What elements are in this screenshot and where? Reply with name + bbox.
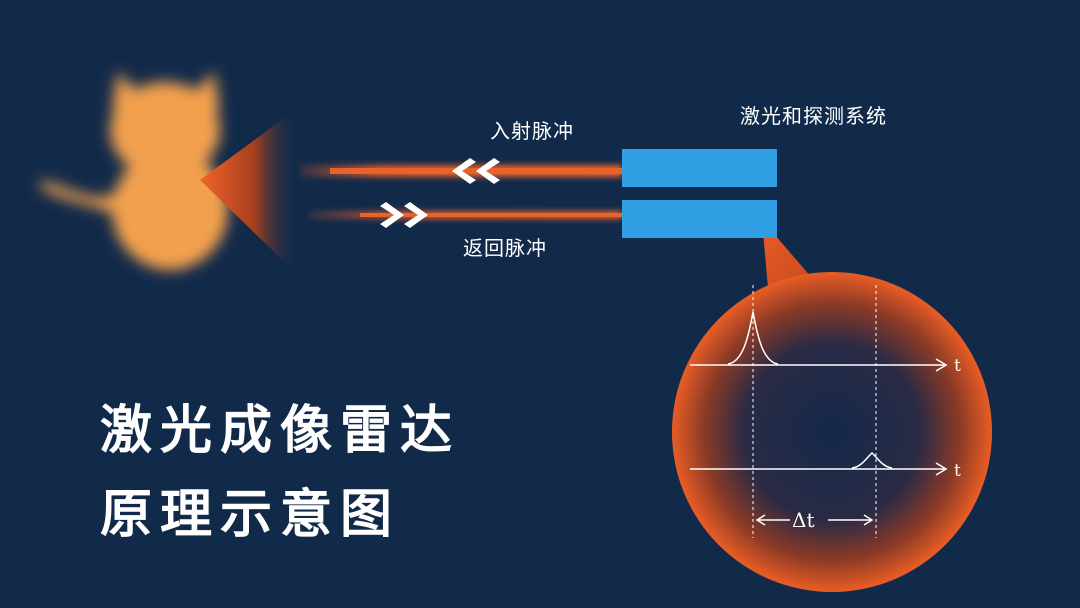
double-chevron-right-icon xyxy=(380,202,428,228)
detector-block xyxy=(622,200,777,238)
page-title-line1: 激光成像雷达 xyxy=(100,401,461,461)
return-pulse-label: 返回脉冲 xyxy=(463,236,547,260)
emitted-pulse xyxy=(727,311,779,365)
laser-emitter-block xyxy=(622,149,777,187)
inset-circle xyxy=(672,272,992,592)
system-label: 激光和探测系统 xyxy=(740,104,887,128)
axis-top-label: t xyxy=(954,356,961,376)
beam-cone xyxy=(200,108,298,275)
returned-pulse xyxy=(851,452,893,469)
page-title-line2: 原理示意图 xyxy=(100,485,401,545)
incident-pulse-label: 入射脉冲 xyxy=(490,119,574,143)
axis-bottom-label: t xyxy=(954,461,961,481)
delta-t-indicator xyxy=(755,514,874,526)
double-chevron-left-icon xyxy=(452,158,500,184)
delta-t-label: Δt xyxy=(792,508,814,532)
cat-icon xyxy=(38,72,228,270)
